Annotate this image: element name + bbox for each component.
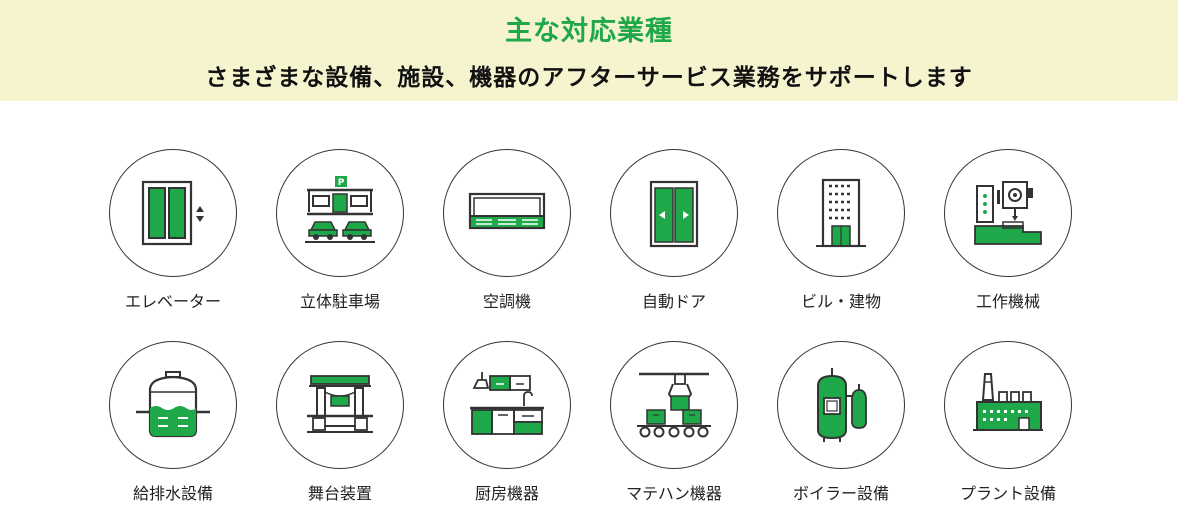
elevator-icon — [141, 180, 204, 246]
stage-equipment-icon — [307, 375, 373, 433]
industry-label: 工作機械 — [975, 292, 1040, 311]
industry-item-kitchen: 厨房機器 — [422, 341, 592, 504]
industry-label: 舞台装置 — [307, 484, 372, 503]
industry-item-stage: 舞台装置 — [255, 341, 425, 504]
industry-label: 給排水設備 — [132, 484, 213, 503]
industry-label: エレベーター — [124, 292, 221, 311]
material-handling-icon — [637, 372, 711, 438]
industry-item-air-conditioner: 空調機 — [422, 149, 592, 312]
industry-item-elevator: エレベーター — [88, 149, 258, 312]
automatic-door-icon — [649, 180, 699, 248]
industry-item-building: ビル・建物 — [756, 149, 926, 312]
page-title: 主な対応業種 — [505, 16, 673, 47]
air-conditioner-icon — [468, 192, 546, 230]
industry-item-plant: プラント設備 — [923, 341, 1093, 504]
page-header: 主な対応業種 さまざまな設備、施設、機器のアフターサービス業務をサポートします — [0, 0, 1178, 101]
industry-label: 厨房機器 — [474, 484, 539, 503]
page-subtitle: さまざまな設備、施設、機器のアフターサービス業務をサポートします — [205, 65, 973, 91]
industry-label: マテハン機器 — [626, 484, 722, 503]
industry-label: ビル・建物 — [800, 292, 881, 311]
parking-garage-icon: P — [305, 176, 375, 243]
industry-label: 自動ドア — [641, 292, 706, 311]
industry-label: 空調機 — [482, 292, 531, 311]
industry-item-parking: P 立体駐車場 — [255, 149, 425, 312]
industry-grid: エレベーター P 立体駐車場 — [0, 101, 1178, 531]
industry-item-boiler: ボイラー設備 — [756, 341, 926, 504]
boiler-icon — [817, 368, 867, 442]
building-icon — [816, 178, 866, 248]
machine-tool-icon — [974, 181, 1042, 245]
industry-item-machine-tool: 工作機械 — [923, 149, 1093, 312]
industry-item-automatic-door: 自動ドア — [589, 149, 759, 312]
plant-icon — [973, 373, 1043, 431]
industry-label: ボイラー設備 — [792, 484, 889, 503]
kitchen-equipment-icon — [470, 372, 544, 435]
industry-label: プラント設備 — [959, 484, 1056, 503]
water-tank-icon — [136, 371, 210, 438]
industry-item-material-handling: マテハン機器 — [589, 341, 759, 504]
industry-label: 立体駐車場 — [299, 292, 380, 311]
svg-text:P: P — [338, 178, 345, 188]
industry-item-water-tank: 給排水設備 — [88, 341, 258, 504]
